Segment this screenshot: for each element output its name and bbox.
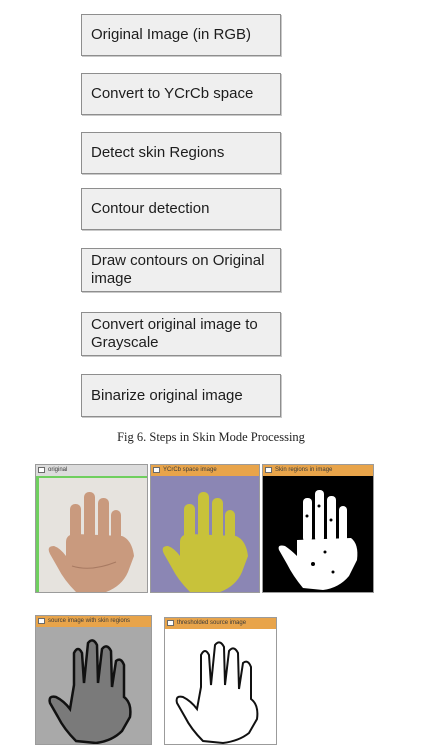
window-title: YCrCb space image [163, 467, 217, 473]
window-title: Skin regions in image [275, 467, 333, 473]
thresholded-image [165, 629, 276, 744]
step-convert-ycrcb: Convert to YCrCb space [81, 73, 281, 115]
step-label-line1: Draw contours on Original [91, 252, 265, 269]
step-convert-grayscale: Convert original image to Grayscale [81, 312, 281, 356]
window-title: original [48, 467, 68, 473]
original-hand-image [36, 476, 147, 592]
figure-caption: Fig 6. Steps in Skin Mode Processing [117, 430, 305, 444]
step-label: Contour detection [91, 200, 210, 217]
window-icon [167, 620, 174, 626]
window-ycrcb: YCrCb space image [150, 464, 260, 593]
window-source-with-contours: source image with skin regions [35, 615, 152, 745]
window-skin-regions: Skin regions in image [262, 464, 374, 593]
window-icon [38, 467, 45, 473]
window-titlebar: Skin regions in image [263, 465, 373, 476]
skin-mask-image [263, 476, 373, 592]
step-label: Binarize original image [91, 386, 243, 404]
step-label: Detect skin Regions [91, 144, 225, 161]
window-title: source image with skin regions [48, 618, 131, 624]
step-label-line2: Grayscale [91, 334, 159, 351]
window-thresholded: thresholded source image [164, 617, 277, 745]
step-detect-skin: Detect skin Regions [81, 132, 281, 174]
window-icon [265, 467, 272, 473]
window-titlebar: original [36, 465, 147, 476]
step-label-line1: Convert original image to [91, 316, 258, 333]
step-contour-detection: Contour detection [81, 188, 281, 230]
window-title: thresholded source image [177, 620, 247, 626]
window-titlebar: YCrCb space image [151, 465, 259, 476]
step-label: Convert to YCrCb space [91, 85, 254, 102]
contour-overlay-image [36, 627, 151, 744]
window-icon [153, 467, 160, 473]
window-titlebar: thresholded source image [165, 618, 276, 629]
window-icon [38, 618, 45, 624]
step-label-line2: image [91, 270, 132, 287]
ycrcb-hand-image [151, 476, 259, 592]
step-binarize: Binarize original image [81, 374, 281, 417]
step-label: Original Image (in RGB) [91, 26, 252, 43]
window-original: original [35, 464, 148, 593]
step-draw-contours: Draw contours on Original image [81, 248, 281, 292]
step-original-image: Original Image (in RGB) [81, 14, 281, 56]
window-titlebar: source image with skin regions [36, 616, 151, 627]
